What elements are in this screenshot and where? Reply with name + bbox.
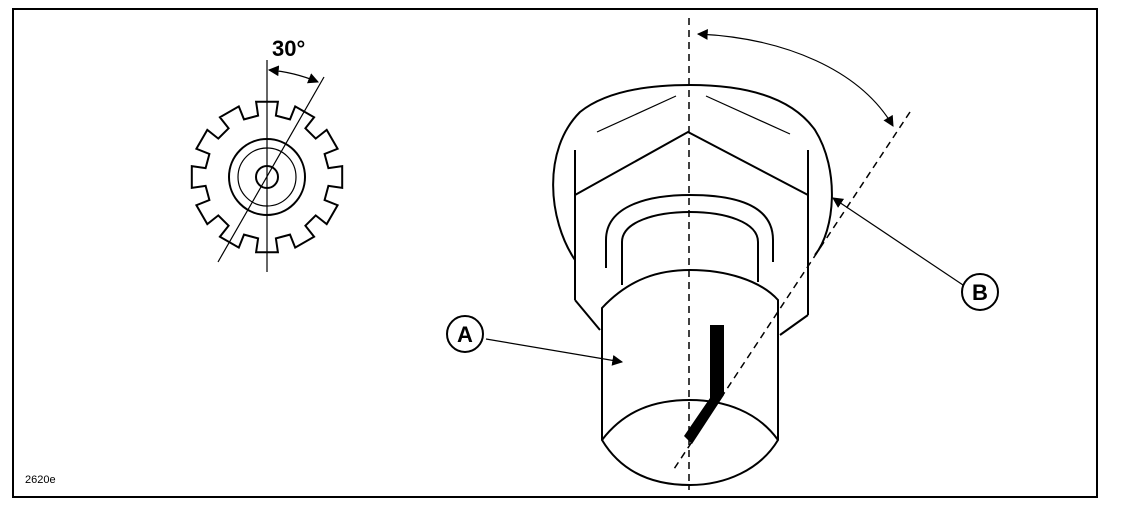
key-marking (684, 325, 724, 444)
inclined-centreline (671, 111, 911, 473)
leader-b (832, 197, 964, 286)
hex-top-edge (574, 130, 809, 196)
hex-lower-right (779, 314, 809, 336)
shaft-end-face (601, 398, 779, 441)
part-angle-arc (696, 29, 894, 127)
figure-frame (12, 8, 1098, 498)
leader-a (485, 338, 624, 366)
angle-arc (267, 65, 319, 84)
reference-code: 2620e (25, 474, 56, 486)
collar-inner (621, 210, 759, 285)
callout-b-label: B (972, 280, 988, 305)
callout-a-label: A (457, 322, 473, 347)
inclined-reference-line (217, 76, 325, 263)
hex-chamfer-right (705, 95, 791, 135)
callout-b-circle (961, 273, 999, 311)
collar-outline (605, 193, 774, 268)
head-outline (552, 83, 833, 261)
hex-lower-left (574, 299, 601, 331)
gear-outline (190, 100, 344, 254)
shaft-cylinder (601, 268, 779, 487)
part-side-view: A B (446, 18, 999, 490)
hex-chamfer-left (596, 95, 677, 133)
gear-end-view: 30° (190, 36, 344, 272)
callout-a-circle (446, 315, 484, 353)
angle-label: 30° (272, 36, 305, 61)
